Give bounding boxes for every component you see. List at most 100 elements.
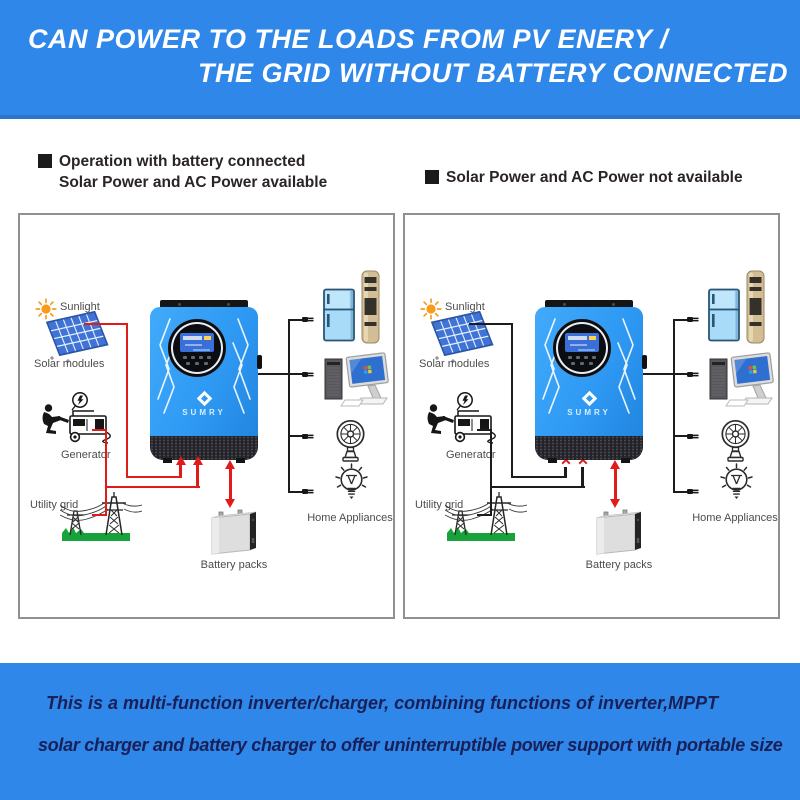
ac-input-arrow [193,456,203,465]
inverter-buttons [553,362,611,365]
ac-unavailable-mark: ✕ [577,452,589,468]
header-right-line: Solar Power and AC Power not available [446,169,743,186]
inverter-buttons [553,356,611,359]
inverter-side-switch [257,355,262,369]
computer-icon [323,352,391,408]
generator-line [477,429,492,431]
plug-icon [687,431,700,442]
pv-unavailable-mark: ✕ [560,452,572,468]
fan-icon [717,418,754,463]
pv-input-arrow [176,456,186,465]
home-appliances-label: Home Appliances [692,512,778,524]
inverter-lcd-screen [565,333,599,352]
pv-line [511,323,513,478]
sunlight-label: Sunlight [60,301,100,313]
appliance-branch-line [673,491,689,493]
inverter-body: SUMRY [150,307,258,436]
home-appliances-label: Home Appliances [307,512,393,524]
pv-line [469,323,513,325]
water-heater-icon [746,270,765,344]
footer-line-1: This is a multi-function inverter/charge… [46,693,719,713]
battery-packs-label: Battery packs [200,559,268,571]
refrigerator-icon [708,288,742,343]
plug-icon [302,369,315,380]
battery-flow-arrow [225,460,235,469]
generator-icon [36,391,116,449]
generator-icon [421,391,501,449]
appliance-branch-line [288,435,304,437]
plug-icon [302,431,315,442]
output-line [258,373,290,375]
generator-line [92,429,107,431]
inverter-terminal [548,458,557,463]
inverter-side-switch [642,355,647,369]
inverter-terminal [163,458,172,463]
bottom-banner: This is a multi-function inverter/charge… [0,663,800,800]
battery-flow-arrow [229,468,232,500]
ac-source-line [490,429,492,516]
inverter-lcd-screen [180,333,214,352]
header-left-line-1: Operation with battery connected [59,153,306,170]
utility-grid-label: Utility grid [415,499,464,511]
appliance-trunk-line [673,319,675,493]
light-bulb-icon [719,463,754,510]
inverter-buttons [168,362,226,365]
fan-icon [332,418,369,463]
pv-line-stub [564,467,567,477]
inverter-terminal-cover [535,436,643,460]
inverter: SUMRY [150,300,262,463]
appliance-branch-line [673,319,689,321]
appliance-branch-line [673,373,689,375]
generator-label: Generator [446,449,496,461]
battery-flow-arrow [610,499,620,508]
inverter-mount-bracket [545,300,633,308]
appliance-branch-line [288,319,304,321]
footer-line-2: solar charger and battery charger to off… [38,735,783,755]
appliance-trunk-line [288,319,290,493]
light-bulb-icon [334,463,369,510]
utility-grid-label: Utility grid [30,499,79,511]
pv-line [511,476,567,478]
top-banner: CAN POWER TO THE LOADS FROM PV ENERY / T… [0,0,800,119]
bullet-square-icon [425,170,439,184]
plug-icon [687,486,700,497]
solar-panel-icon [36,311,114,363]
battery-icon [207,505,265,557]
utility-grid-icon [60,489,142,543]
pv-line [126,323,128,478]
diagram-panel-no-solar-no-ac: Sunlight Solar modules Generator Utility… [403,213,780,619]
inverter-terminal-cover [150,436,258,460]
inverter-display [168,319,226,377]
inverter: SUMRY [535,300,647,463]
battery-flow-arrow [614,468,617,500]
ac-source-line [105,429,107,516]
inverter-terminal [621,458,630,463]
pv-line [84,323,128,325]
battery-flow-arrow [225,499,235,508]
utility-line [92,514,107,516]
header-left-line-2: Solar Power and AC Power available [59,174,328,191]
header-not-available: Solar Power and AC Power not available [425,167,743,188]
battery-flow-arrow [610,460,620,469]
ac-line-stub [581,467,584,487]
output-line [643,373,675,375]
solar-modules-label: Solar modules [34,358,105,370]
plug-icon [687,314,700,325]
plug-icon [302,314,315,325]
sunlight-label: Sunlight [445,301,485,313]
banner-line-2: THE GRID WITHOUT BATTERY CONNECTED [198,58,788,88]
inverter-buttons [168,356,226,359]
battery-icon [592,505,650,557]
utility-grid-icon [445,489,527,543]
inverter-mount-bracket [160,300,248,308]
ac-input-arrow [196,464,199,487]
utility-line [477,514,492,516]
pv-line [126,476,182,478]
generator-label: Generator [61,449,111,461]
brand-name: SUMRY [567,408,611,417]
ac-source-line [105,486,200,488]
ac-source-line [490,486,585,488]
bullet-square-icon [38,154,52,168]
inverter-terminal [236,458,245,463]
inverter-display [553,319,611,377]
